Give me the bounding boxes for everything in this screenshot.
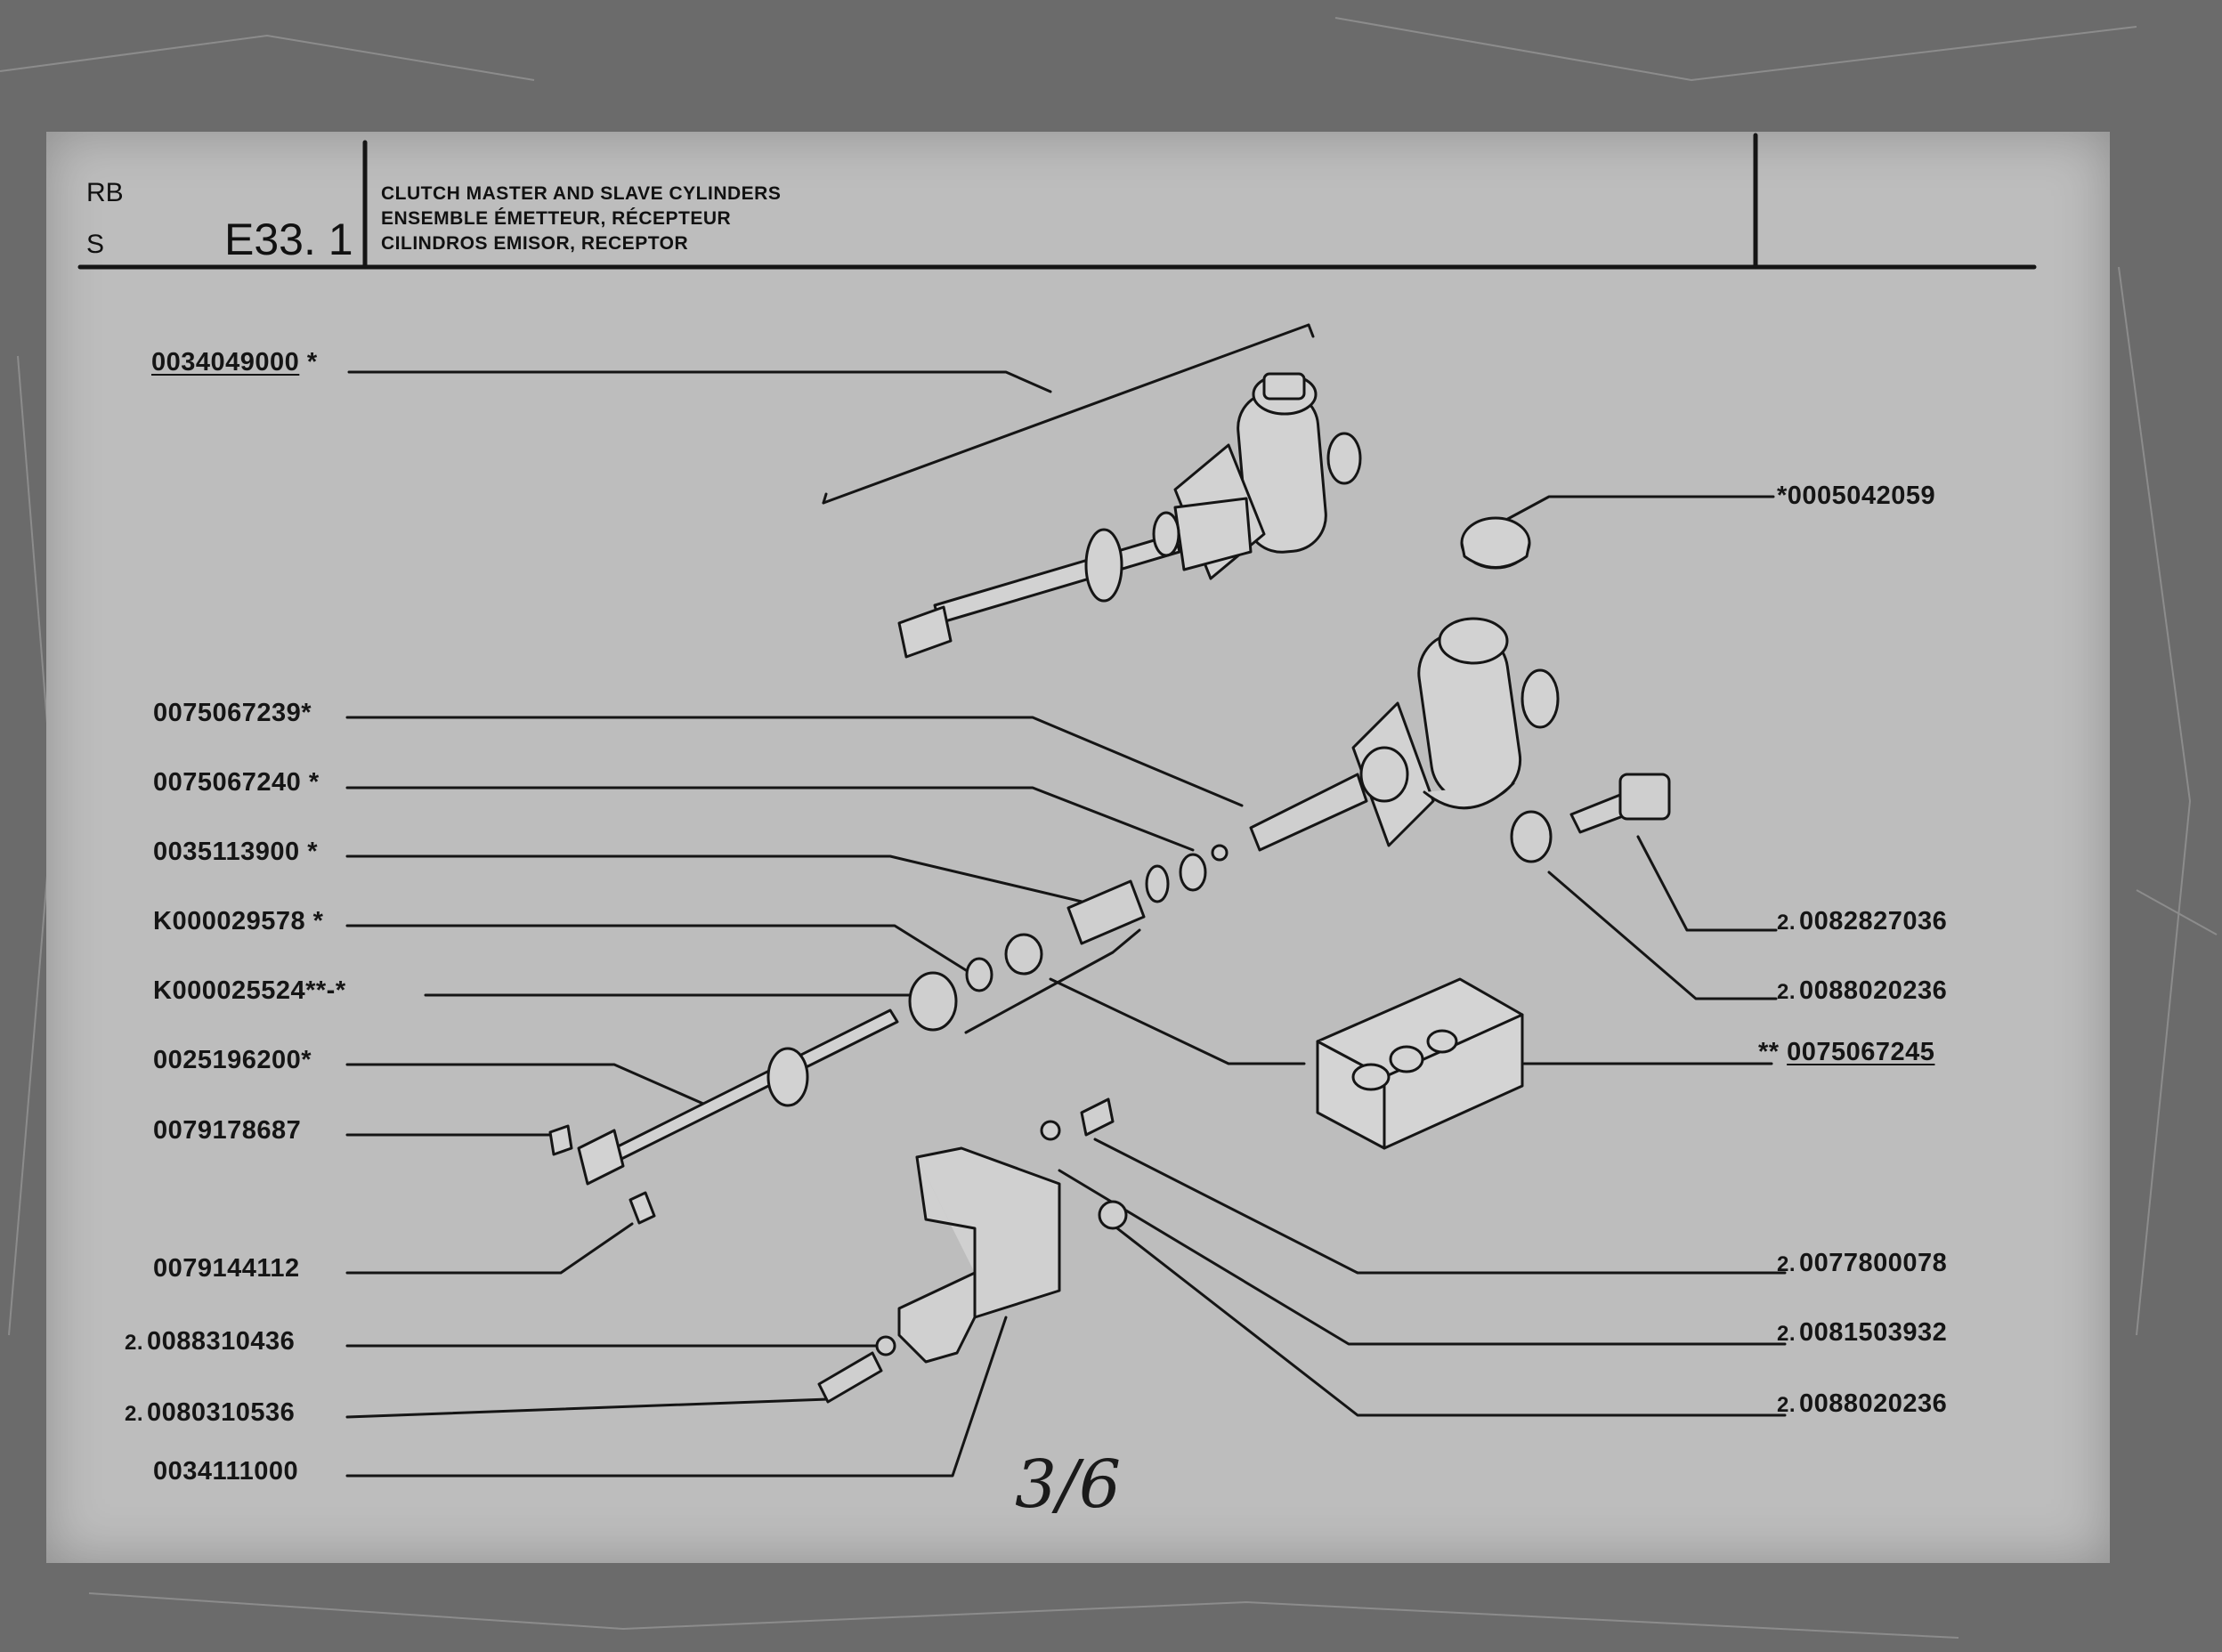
part-label-0088020236-upper: 2.0088020236 xyxy=(1777,976,1948,1005)
mounting-bracket xyxy=(897,1146,1061,1364)
part-label-0035113900: 0035113900 * xyxy=(153,838,319,866)
master-cylinder-body xyxy=(1351,617,1560,847)
part-label-K000029578: K000029578 * xyxy=(153,907,324,935)
part-label-0082827036: 2.0082827036 xyxy=(1777,907,1948,935)
part-label-0075067245: ** 0075067245 xyxy=(1758,1038,1935,1066)
handwritten-page-note: 3/6 xyxy=(1015,1446,1122,1523)
push-rod xyxy=(548,1008,899,1225)
leader-lines xyxy=(345,323,1787,1478)
title-spanish: CILINDROS EMISOR, RECEPTOR xyxy=(381,233,689,254)
part-label-0088020236-lower: 2.0088020236 xyxy=(1777,1389,1948,1418)
title-english: CLUTCH MASTER AND SLAVE CYLINDERS xyxy=(381,183,782,204)
part-label-0034111000: 0034111000 xyxy=(153,1457,299,1486)
part-label-0005042059: *0005042059 xyxy=(1777,482,1936,510)
header-code-s: S xyxy=(86,230,105,259)
part-label-0034049000: 0034049000 * xyxy=(151,348,318,377)
part-label-0079178687: 0079178687 xyxy=(153,1116,302,1145)
reservoir-cap xyxy=(1460,516,1531,570)
part-label-0025196200: 0025196200* xyxy=(153,1046,312,1074)
part-label-0079144112: 0079144112 xyxy=(153,1254,300,1283)
fasteners xyxy=(817,773,1671,1404)
section-code: E33. 1 xyxy=(224,215,353,264)
part-label-0080310536: 2.0080310536 xyxy=(125,1398,296,1427)
part-label-0077800078: 2.0077800078 xyxy=(1777,1249,1948,1277)
part-label-K000025524: K000025524**-* xyxy=(153,976,346,1005)
part-label-0088310436: 2.0088310436 xyxy=(125,1327,296,1356)
part-label-0081503932: 2.0081503932 xyxy=(1777,1318,1948,1347)
master-cylinder-assembly xyxy=(897,372,1362,659)
header-rules xyxy=(77,133,2037,270)
part-label-0075067239: 0075067239* xyxy=(153,699,312,727)
part-label-0075067240: 0075067240 * xyxy=(153,768,320,797)
parts-catalog-sheet xyxy=(46,132,2110,1563)
seal-and-piston-set xyxy=(908,773,1368,1032)
seal-kit-box xyxy=(1316,977,1524,1150)
title-french: ENSEMBLE ÉMETTEUR, RÉCEPTEUR xyxy=(381,208,732,229)
header-code-rb: RB xyxy=(86,178,124,207)
